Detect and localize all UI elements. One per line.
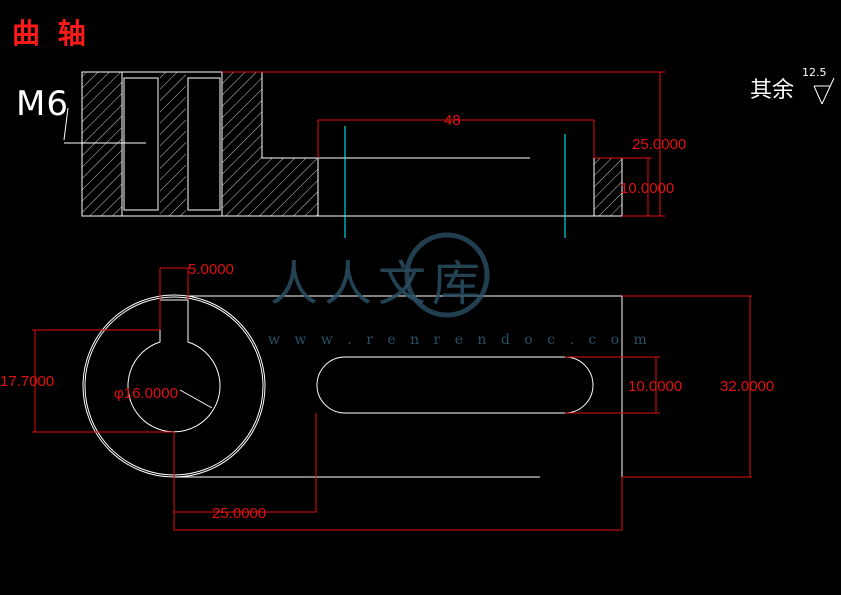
thread-label: M6 <box>16 84 69 124</box>
bore-left <box>123 77 159 211</box>
hatch-left <box>81 71 123 217</box>
dim-48: 48 <box>444 112 461 129</box>
dim-17-7: 17.7000 <box>0 373 55 390</box>
section-view <box>63 71 623 238</box>
dim-25-bottom: 25.0000 <box>212 505 267 522</box>
dim-32: 32.0000 <box>720 378 775 395</box>
dim-10-top: 10.0000 <box>620 180 675 197</box>
dim-25-top: 25.0000 <box>632 136 687 153</box>
other-note: 其余 <box>750 78 795 103</box>
roughness-symbol <box>813 77 835 105</box>
bore-right <box>187 77 221 211</box>
drawing-title: 曲 轴 <box>12 17 90 50</box>
watermark-logo <box>404 232 490 318</box>
dim-diameter-16: φ16.0000 <box>114 385 178 402</box>
watermark-url: w w w . r e n r e n d o c . c o m <box>268 332 652 348</box>
watermark-text: 人人文库 <box>270 256 487 312</box>
dim-10-slot: 10.0000 <box>628 378 683 395</box>
dim-5: 5.0000 <box>188 261 234 278</box>
hatch-mid <box>160 72 186 216</box>
hatch-end <box>593 157 623 217</box>
section-dimensions <box>222 71 665 217</box>
front-dimensions <box>32 267 752 531</box>
hatch-right <box>221 71 319 217</box>
roughness-value: 12.5 <box>802 66 827 79</box>
